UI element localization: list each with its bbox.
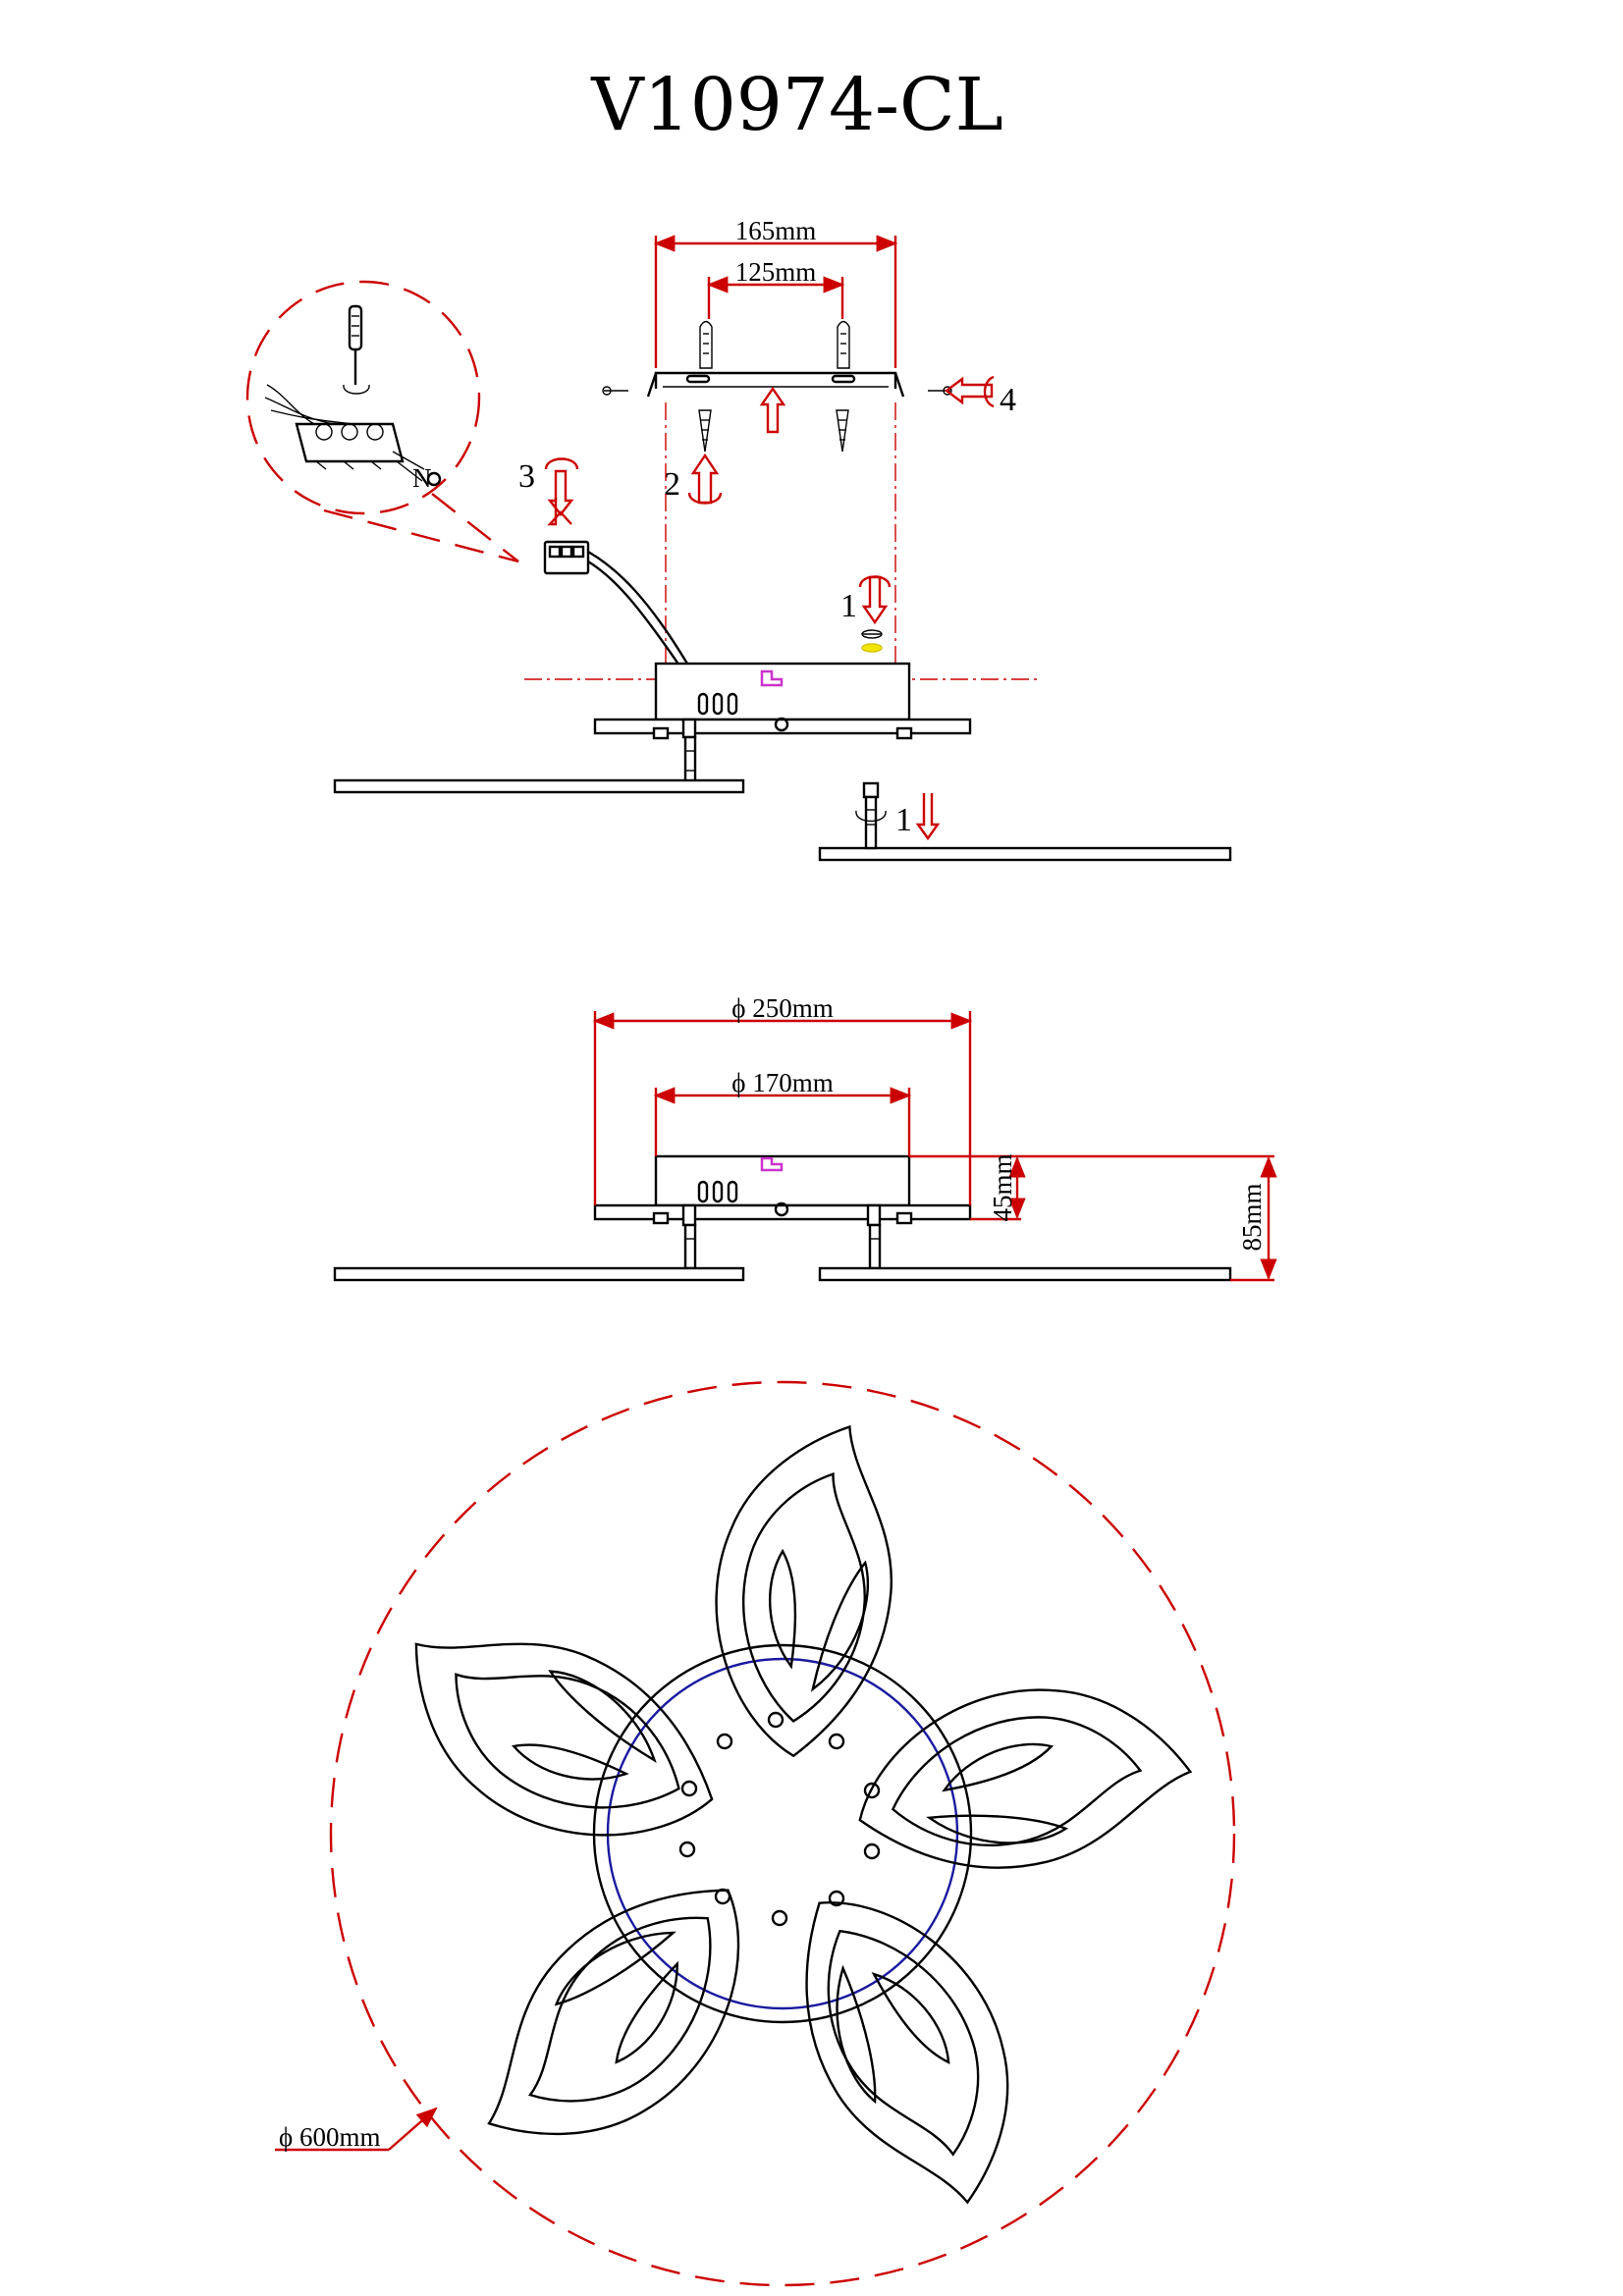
step-2-label: 2 bbox=[664, 466, 680, 503]
total-diameter: ϕ 600mm bbox=[279, 2122, 380, 2152]
step-1-label: 1 bbox=[840, 588, 857, 624]
left-arm bbox=[333, 778, 745, 794]
step-4-label: 4 bbox=[1000, 382, 1016, 418]
left-arm-side bbox=[333, 1266, 745, 1282]
base-diameter: ϕ 250mm bbox=[731, 993, 833, 1023]
canopy-diameter: ϕ 170mm bbox=[731, 1068, 833, 1097]
screw-holes bbox=[678, 1711, 881, 1927]
drawing-title: V10974-CL bbox=[590, 63, 1003, 147]
petal-2 bbox=[840, 1662, 1203, 1895]
rotate-arrow-icon bbox=[544, 457, 579, 470]
step-4-indicator: 4 bbox=[945, 375, 1016, 418]
screw-icon bbox=[602, 386, 628, 396]
step-1-bottom-label: 1 bbox=[895, 802, 912, 838]
bracket-outer-width: 165mm bbox=[735, 216, 817, 245]
ground-symbol-icon: N bbox=[412, 463, 442, 493]
rotate-arrow-icon bbox=[687, 492, 723, 505]
wall-plug-icon bbox=[837, 320, 850, 369]
step-1-indicator: 1 bbox=[840, 575, 892, 653]
bracket-hole-spacing: 125mm bbox=[735, 257, 817, 287]
total-height: 85mm bbox=[1237, 1183, 1267, 1251]
screw-icon bbox=[698, 409, 712, 453]
arrow-up-icon bbox=[759, 386, 786, 434]
top-view: ϕ 600mm bbox=[275, 1380, 1236, 2287]
step-2-indicator: 2 bbox=[664, 453, 723, 505]
screw-icon bbox=[861, 629, 883, 639]
rotate-arrow-icon bbox=[983, 375, 995, 408]
connector-mark bbox=[760, 669, 784, 687]
svg-text:N: N bbox=[412, 463, 432, 493]
canopy-height: 45mm bbox=[988, 1153, 1017, 1221]
canopy-body bbox=[593, 662, 972, 786]
terminal-block-icon bbox=[543, 540, 689, 667]
connector-mark bbox=[760, 1156, 784, 1172]
wiring-detail-callout: N bbox=[245, 280, 519, 563]
screwdriver-icon bbox=[348, 304, 363, 385]
right-arm-assembly: 1 bbox=[818, 781, 1232, 862]
canopy-circle bbox=[592, 1643, 973, 2024]
screw-icon bbox=[836, 409, 849, 453]
side-view: ϕ 250mm ϕ 170mm 45mm 85mm bbox=[333, 993, 1277, 1282]
rotate-arrow-icon bbox=[855, 810, 887, 823]
step-3-indicator: 3 bbox=[518, 457, 579, 526]
terminal-block-icon bbox=[295, 422, 405, 470]
step-3-label: 3 bbox=[518, 458, 535, 495]
rotate-arrow-icon bbox=[858, 575, 892, 588]
wall-plug-icon bbox=[699, 320, 713, 369]
outer-diameter-circle bbox=[329, 1380, 1236, 2287]
mounting-bracket bbox=[646, 371, 905, 398]
rotate-arrow-icon bbox=[343, 384, 370, 395]
washer-icon bbox=[861, 643, 883, 653]
right-arm-side bbox=[818, 1266, 1232, 1282]
petal-1 bbox=[693, 1410, 915, 1768]
installation-view: 165mm 125mm 4 2 bbox=[245, 216, 1232, 862]
petal-3 bbox=[752, 1854, 1066, 2234]
